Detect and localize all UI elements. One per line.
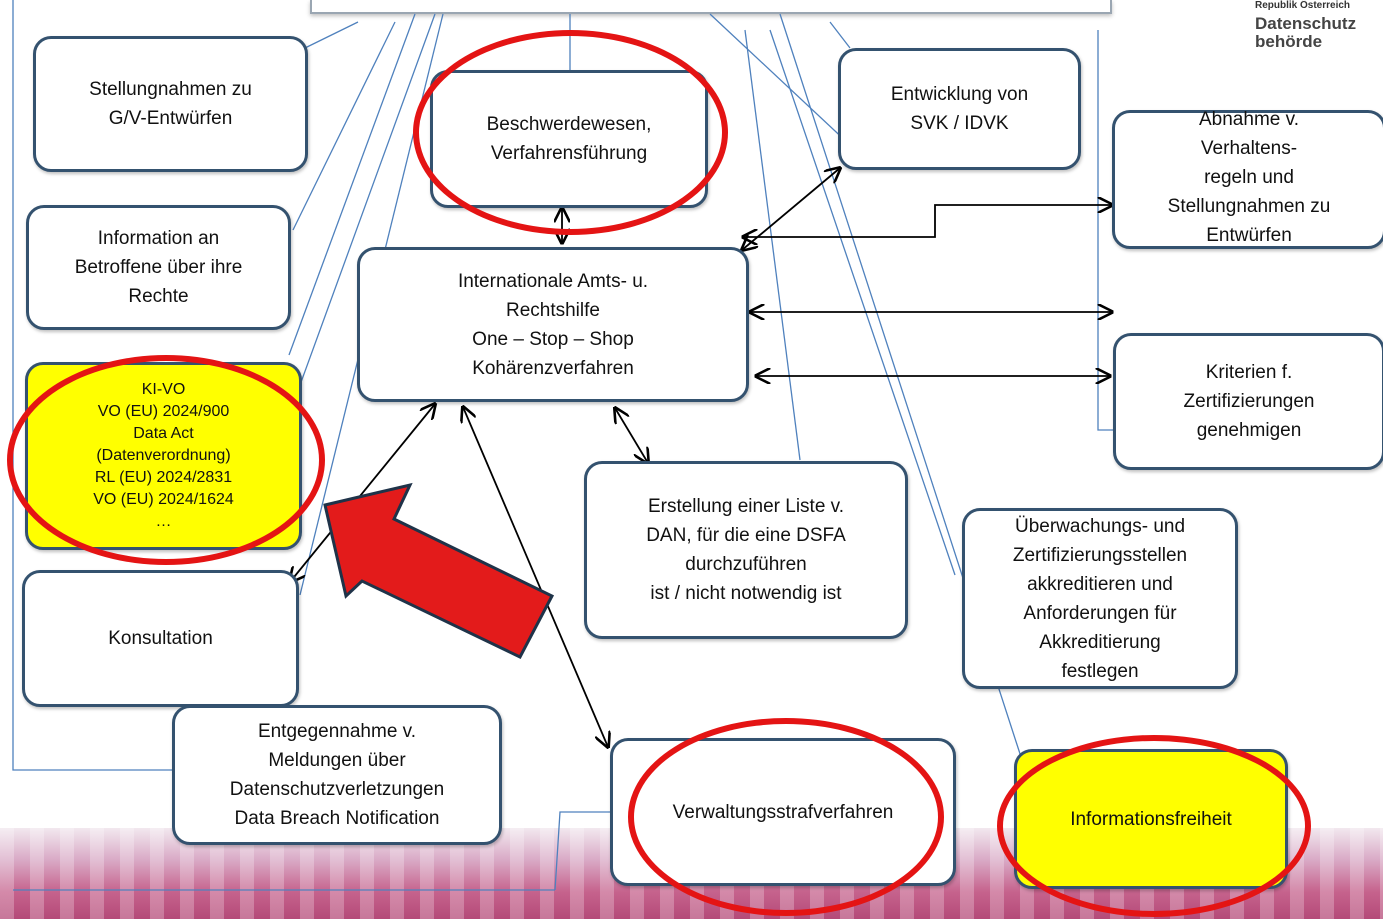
stellungnahmen-label: Stellungnahmen zu G/V-Entwürfen — [89, 79, 252, 129]
entgegennahme-label: Entgegennahme v. Meldungen über Datensch… — [229, 721, 445, 829]
box-entwicklung: Entwicklung von SVK / IDVK — [838, 48, 1081, 170]
konsultation-label: Konsultation — [108, 628, 213, 649]
arrow-konsultation — [290, 404, 435, 582]
box-liste: Erstellung einer Liste v. DAN, für die e… — [584, 461, 908, 639]
ueberwachung-label: Überwachungs- und Zertifizierungsstellen… — [1012, 515, 1188, 682]
left-frame-line — [12, 0, 175, 771]
box-entgegennahme: Entgegennahme v. Meldungen über Datensch… — [172, 705, 502, 845]
right-frame-line — [1097, 30, 1115, 431]
dsb-logo: Republik Österreich Datenschutz behörde — [1255, 0, 1383, 60]
box-informationsfreiheit: Informationsfreiheit — [1014, 749, 1288, 889]
box-beschwerdewesen: Beschwerdewesen, Verfahrensführung — [430, 70, 708, 208]
box-verwaltungsstraf: Verwaltungsstrafverfahren — [610, 738, 956, 886]
abnahme-label: Abnahme v. Verhaltens- regeln und Stellu… — [1167, 109, 1331, 246]
blue-connectors — [12, 0, 1115, 891]
kriterien-label: Kriterien f. Zertifizierungen genehmigen — [1183, 362, 1315, 441]
box-international: Internationale Amts- u. Rechtshilfe One … — [357, 247, 749, 402]
logo-republic-label: Republik Österreich — [1255, 0, 1351, 11]
box-stellungnahmen: Stellungnahmen zu G/V-Entwürfen — [33, 36, 308, 172]
box-kriterien: Kriterien f. Zertifizierungen genehmigen — [1113, 333, 1383, 470]
beschwerdewesen-label: Beschwerdewesen, Verfahrensführung — [486, 114, 652, 164]
box-konsultation: Konsultation — [22, 570, 299, 707]
box-kivo: KI-VO VO (EU) 2024/900 Data Act (Datenve… — [25, 362, 302, 550]
box-abnahme: Abnahme v. Verhaltens- regeln und Stellu… — [1112, 109, 1383, 249]
informationsfreiheit-label: Informationsfreiheit — [1070, 808, 1232, 830]
liste-label: Erstellung einer Liste v. DAN, für die e… — [646, 496, 846, 604]
information-label: Information an Betroffene über ihre Rech… — [74, 228, 243, 307]
logo-authority-name: Datenschutz behörde — [1255, 14, 1357, 51]
international-label: Internationale Amts- u. Rechtshilfe One … — [457, 270, 649, 379]
box-ueberwachung: Überwachungs- und Zertifizierungsstellen… — [962, 508, 1238, 689]
arrow-abnahme — [743, 205, 1112, 237]
title-banner — [310, 0, 1112, 14]
kivo-label: KI-VO VO (EU) 2024/900 Data Act (Datenve… — [93, 381, 234, 530]
arrow-liste — [615, 408, 648, 463]
verwaltungsstraf-label: Verwaltungsstrafverfahren — [672, 801, 894, 823]
bottom-connector — [554, 811, 610, 891]
box-information: Information an Betroffene über ihre Rech… — [26, 205, 291, 330]
entwicklung-label: Entwicklung von SVK / IDVK — [890, 84, 1029, 134]
